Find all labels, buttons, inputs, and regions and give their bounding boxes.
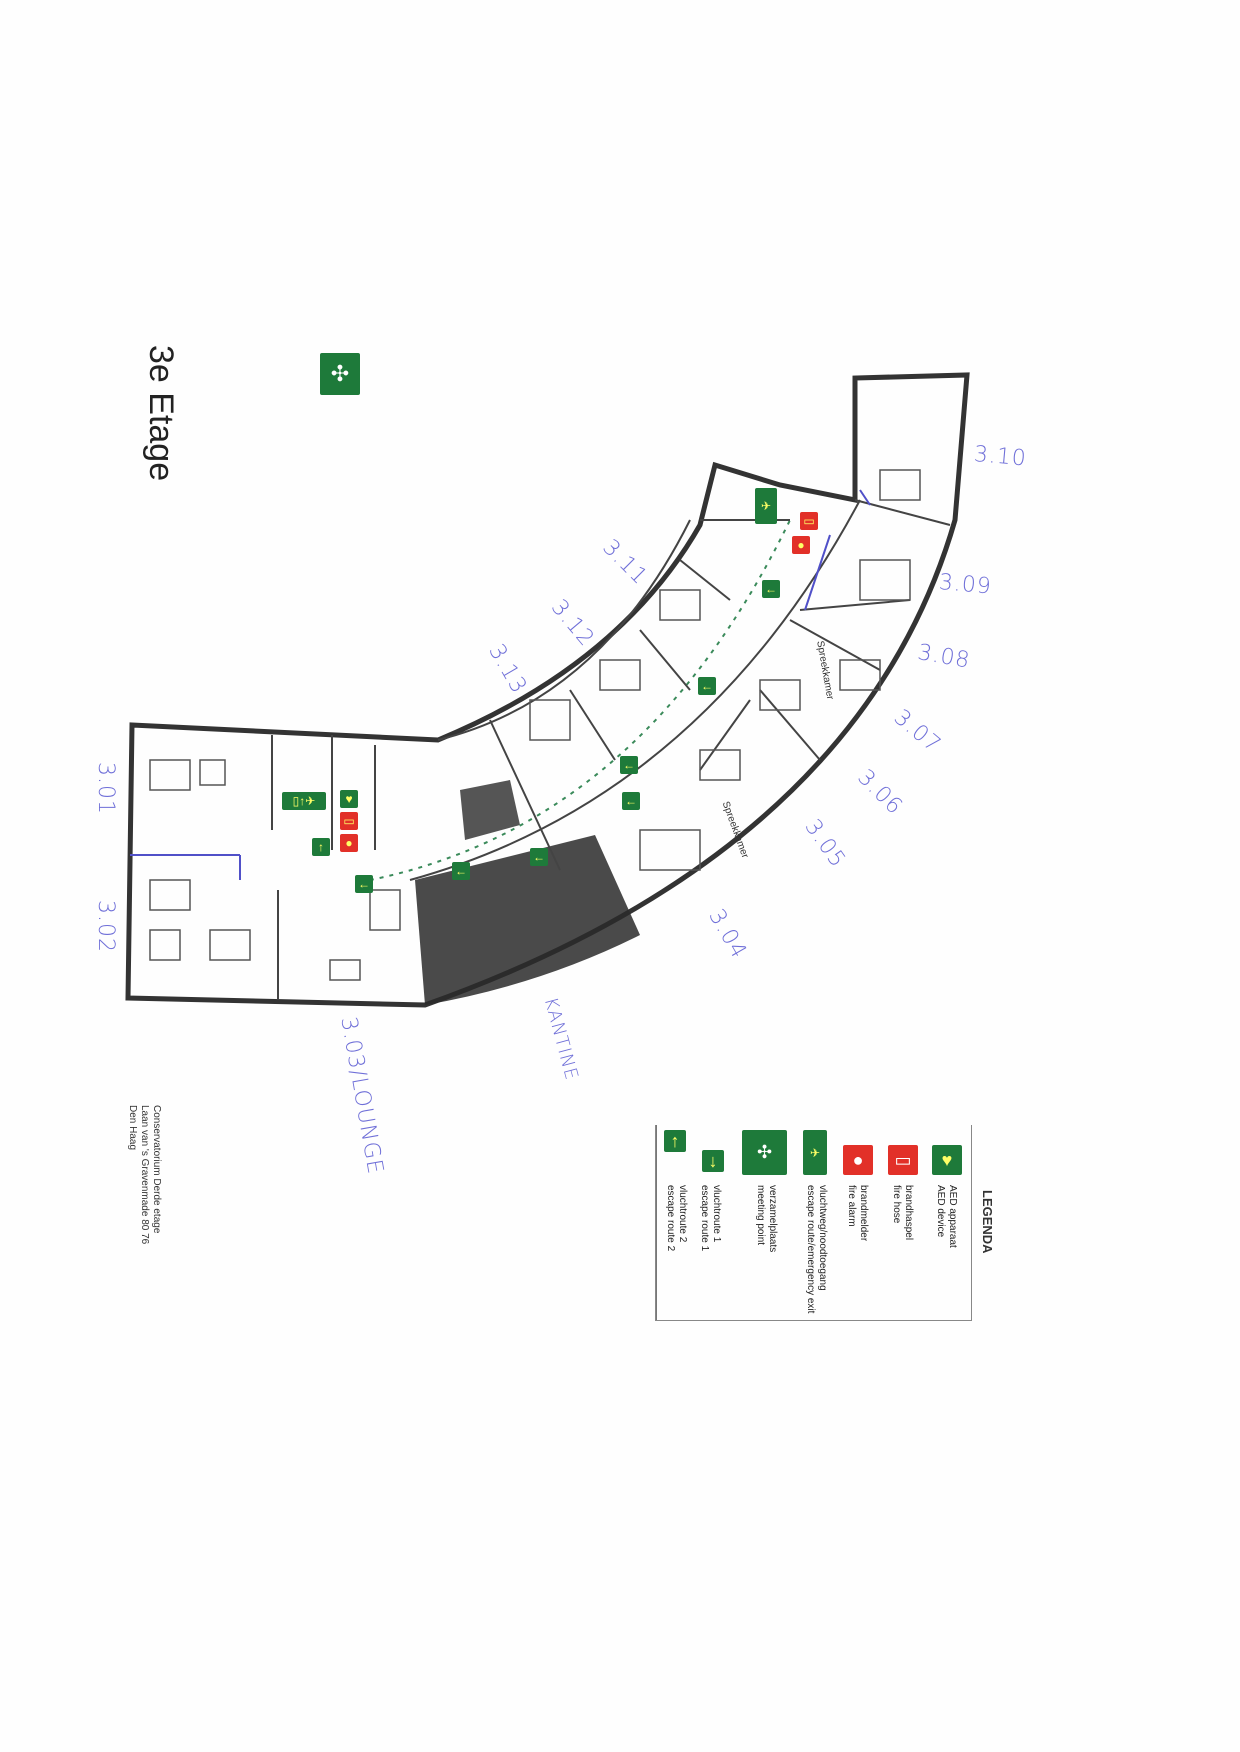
inner-wall [437,519,691,741]
legend-label-en: escape route/emergency exit [805,1185,816,1314]
legend-label-nl: verzamelplaats [767,1185,778,1253]
meeting-point-icon: ✣ [320,353,360,395]
handwritten-markings [130,489,871,880]
escape-route-2-icon: ← [530,848,548,866]
escape-route-1-icon: ↓ [702,1150,724,1172]
legend-label-nl: brandhaspel [903,1185,914,1241]
escape-route-1-icon: ← [622,792,640,810]
escape-route-1-icon: ← [620,756,638,774]
legend-label-en: AED device [935,1185,946,1238]
kantine-area [415,835,640,1005]
fire-hose-icon: ▭ [340,812,358,830]
legend-label-en: meeting point [755,1185,766,1246]
room-label-3-01: 3.01 [93,762,118,815]
legend-label-nl: brandmelder [858,1185,869,1242]
fire-alarm-icon: ● [792,536,810,554]
meeting-point-icon: ✣ [742,1130,787,1175]
legend-label-en: escape route 1 [699,1185,710,1252]
legend-label-nl: vluchtroute 1 [711,1185,722,1243]
escape-route-1-icon: ← [762,580,780,598]
room-label-3-02: 3.02 [93,900,118,953]
legend-title: LEGENDA [980,1190,995,1254]
emergency-exit-icon: ▯↑✈ [282,792,326,810]
room-walls [130,499,951,1000]
emergency-exit-icon: ✈ [755,488,777,524]
fire-hose-icon: ▭ [800,512,818,530]
address-line-3: Den Haag [127,1105,138,1151]
escape-route-line [359,519,791,883]
escape-route-1-icon: ↑ [312,838,330,856]
emergency-exit-icon: ✈ [803,1130,827,1175]
dark-room [460,780,520,840]
fire-alarm-icon: ● [340,834,358,852]
aed-icon: ♥ [340,790,358,808]
legend-label-en: fire alarm [846,1185,857,1227]
legend-label-en: escape route 2 [665,1185,676,1252]
legend-label-en: fire hose [891,1185,902,1224]
fire-alarm-icon: ● [843,1145,873,1175]
escape-route-2-icon: ← [452,862,470,880]
escape-route-1-icon: ← [355,875,373,893]
room-label-3-09: 3.09 [937,570,993,600]
legend [655,1125,972,1321]
escape-route-2-icon: ↑ [664,1130,686,1152]
aed-icon: ♥ [932,1145,962,1175]
legend-label-nl: vluchtroute 2 [677,1185,688,1243]
fire-hose-icon: ▭ [888,1145,918,1175]
corridor-outer-wall [409,499,861,881]
furniture [149,469,921,981]
escape-route-1-icon: ← [698,677,716,695]
address-line-2: Laan van 's Gravenmade 80 76 [139,1105,150,1245]
legend-label-nl: AED apparaat [947,1185,958,1248]
address-line-1: Conservatorium Derde etage [151,1105,162,1234]
room-label-3-10: 3.10 [972,442,1028,472]
legend-label-nl: vluchtweg/noodtoegang [817,1185,828,1291]
